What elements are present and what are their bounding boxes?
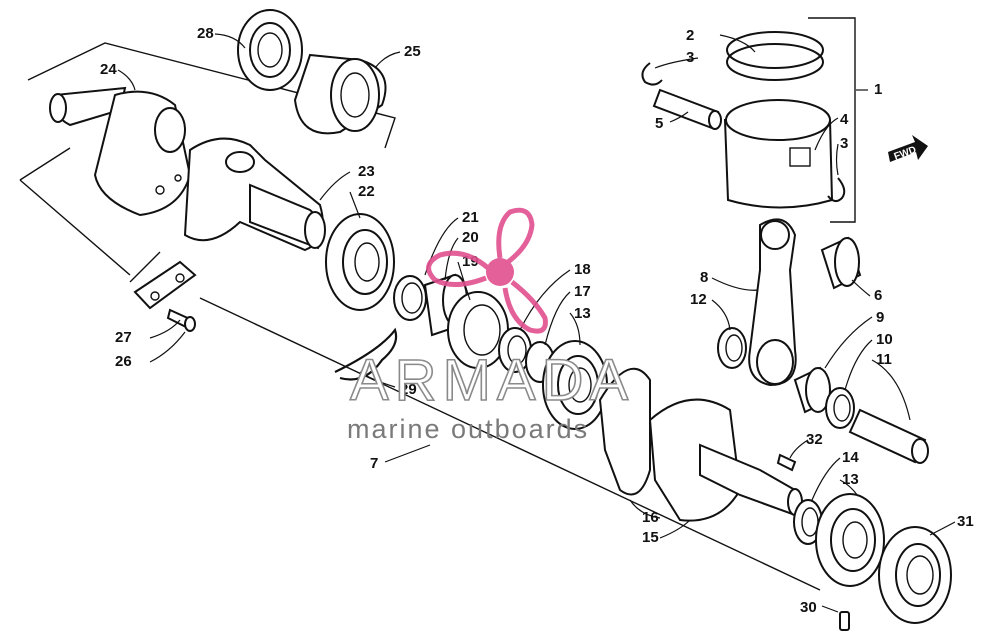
callout-labels: 1 2 3 3 4 5 6 7 8 9 10 11 12 13 13 14 15… (100, 25, 974, 616)
retaining-ring-29 (334, 327, 398, 381)
fwd-arrow-icon: FWD (888, 135, 928, 163)
circlip-3-left (641, 62, 663, 86)
watermark-propeller-logo (426, 207, 548, 334)
piston-pin-5 (652, 88, 722, 130)
oil-seal-28 (237, 9, 303, 91)
callout-9: 9 (876, 309, 884, 326)
callout-17: 17 (574, 283, 591, 300)
callout-4: 4 (840, 111, 849, 128)
callout-29: 29 (400, 381, 417, 398)
screw-26 (166, 308, 196, 332)
needle-bearing-9 (793, 366, 832, 414)
callout-13-right: 13 (842, 471, 859, 488)
ball-bearing-13-right (815, 493, 885, 587)
circlip-3-right (827, 177, 846, 202)
callout-3-right: 3 (840, 135, 848, 152)
ring-18 (498, 327, 532, 373)
callout-3-top: 3 (686, 49, 694, 66)
callout-22: 22 (358, 183, 375, 200)
callout-31: 31 (957, 513, 974, 530)
callout-16: 16 (642, 509, 659, 526)
crankshaft-half-16 (598, 367, 803, 522)
callout-30: 30 (800, 599, 817, 616)
callout-14: 14 (842, 449, 859, 466)
callout-32: 32 (806, 431, 823, 448)
ball-bearing-13-left (542, 340, 608, 430)
crankshaft-half-24 (49, 86, 192, 217)
dowel-pin-30 (839, 611, 850, 631)
callout-2: 2 (686, 27, 694, 44)
woodruff-key-32 (776, 453, 797, 472)
needle-bearing-6 (820, 236, 862, 290)
needle-bearing-25 (293, 53, 387, 135)
callout-8: 8 (700, 269, 708, 286)
thrust-washer-12 (717, 327, 747, 369)
watermark-title: ARMADA (350, 348, 634, 413)
leader-lines (117, 33, 956, 613)
callout-18: 18 (574, 261, 591, 278)
callout-15: 15 (642, 529, 659, 546)
callout-10: 10 (876, 331, 893, 348)
crank-pin-11 (848, 408, 929, 464)
callout-28: 28 (197, 25, 214, 42)
callout-11: 11 (876, 351, 892, 368)
callout-26: 26 (115, 353, 132, 370)
fwd-label: FWD (893, 145, 918, 163)
crankshaft-half-23 (183, 137, 326, 252)
piston-group-bracket (808, 17, 856, 223)
callout-27: 27 (115, 329, 132, 346)
watermark-subtitle: marine outboards (347, 414, 589, 444)
oil-seal-31 (878, 526, 952, 624)
piston-rings-2 (726, 31, 824, 81)
connecting-rod-8 (748, 218, 797, 387)
key-plate-27 (133, 260, 197, 310)
callout-25: 25 (404, 43, 421, 60)
callout-12: 12 (690, 291, 707, 308)
callout-6: 6 (874, 287, 882, 304)
piston-4 (723, 99, 834, 209)
ball-bearing-22 (325, 213, 395, 311)
callout-24: 24 (100, 61, 117, 78)
ring-21 (393, 275, 427, 321)
callout-1: 1 (874, 81, 882, 98)
callout-20: 20 (462, 229, 479, 246)
callout-21: 21 (462, 209, 479, 226)
callout-23: 23 (358, 163, 375, 180)
callout-13-left: 13 (574, 305, 591, 322)
thrust-washer-10 (825, 387, 855, 429)
callout-5: 5 (655, 115, 663, 132)
callout-7: 7 (370, 455, 378, 472)
